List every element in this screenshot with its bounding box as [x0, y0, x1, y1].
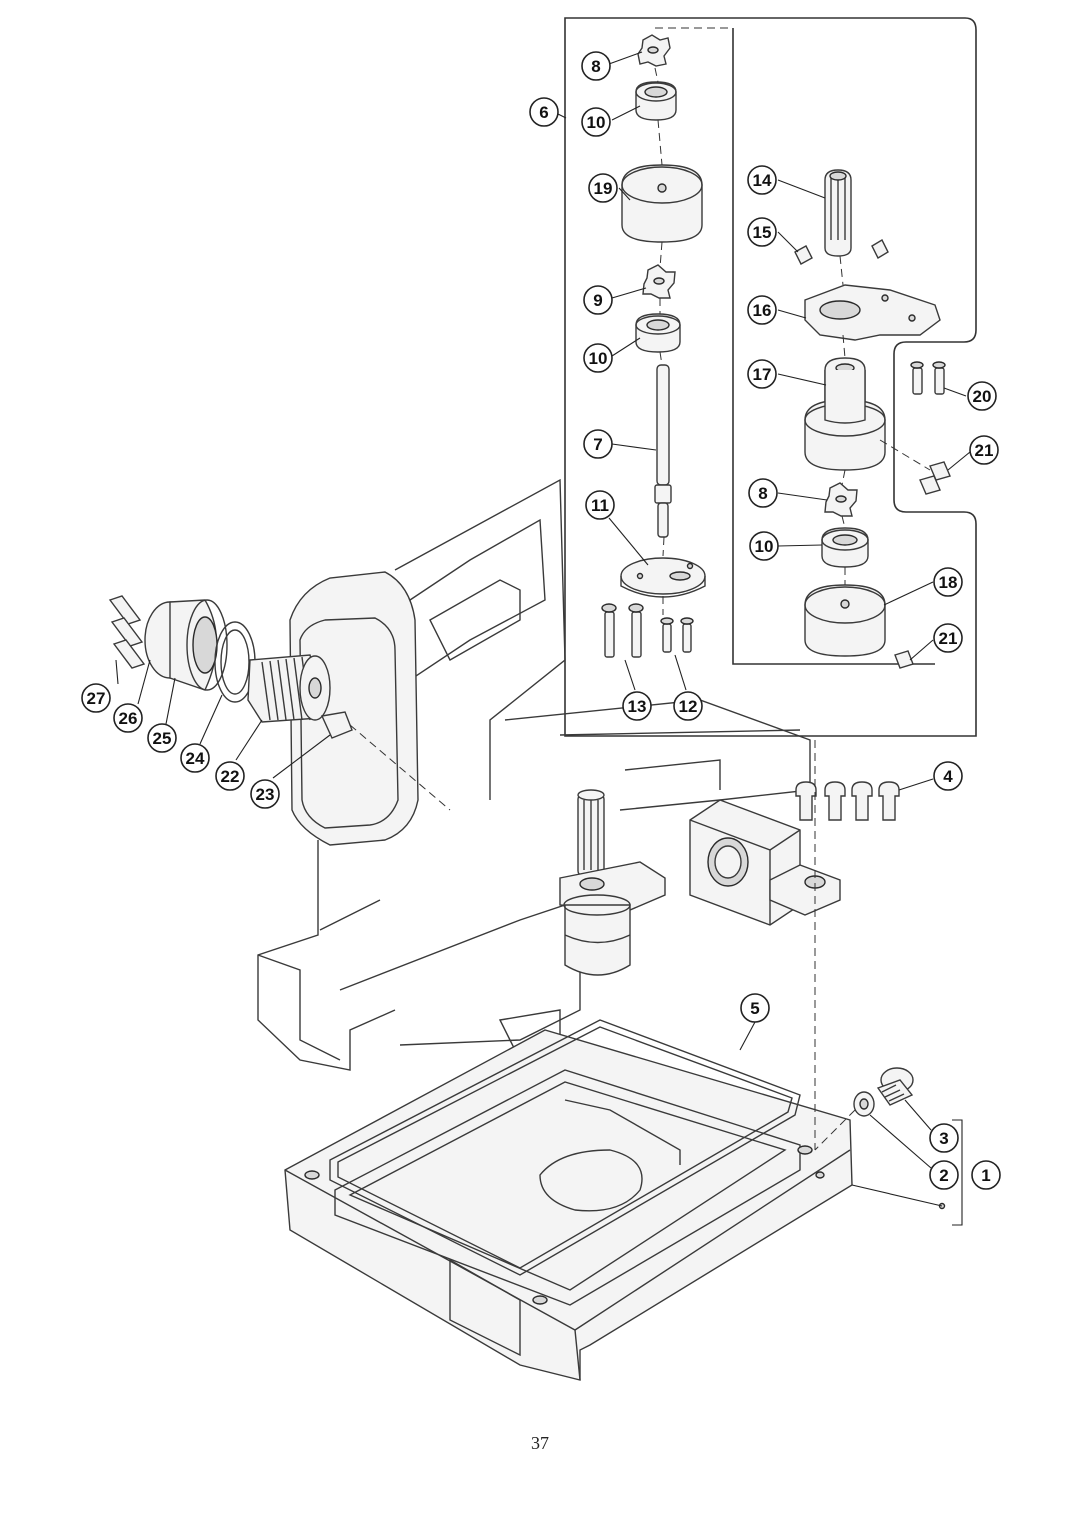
callout-15: 15: [747, 217, 777, 247]
svg-text:5: 5: [750, 999, 759, 1018]
svg-text:12: 12: [679, 697, 698, 716]
callout-13: 13: [622, 691, 652, 721]
svg-text:11: 11: [591, 496, 609, 515]
svg-text:6: 6: [539, 103, 548, 122]
svg-text:27: 27: [87, 689, 106, 708]
callout-4: 4: [933, 761, 963, 791]
callout-8: 8: [581, 51, 611, 81]
callout-25: 25: [147, 723, 177, 753]
callout-22: 22: [215, 761, 245, 791]
callout-23: 23: [250, 779, 280, 809]
svg-text:26: 26: [119, 709, 138, 728]
callout-10: 10: [749, 531, 779, 561]
gasket-5: [329, 1019, 801, 1276]
callout-2: 2: [929, 1160, 959, 1190]
callout-3: 3: [929, 1123, 959, 1153]
svg-text:3: 3: [939, 1129, 948, 1148]
callout-21: 21: [933, 623, 963, 653]
svg-text:10: 10: [755, 537, 774, 556]
svg-text:21: 21: [939, 629, 958, 648]
right-pump-column: [794, 169, 951, 669]
svg-text:10: 10: [589, 349, 608, 368]
svg-text:16: 16: [753, 301, 772, 320]
svg-text:9: 9: [593, 291, 602, 310]
screws-13: [601, 603, 644, 658]
callout-9: 9: [583, 285, 613, 315]
svg-text:17: 17: [753, 365, 772, 384]
svg-text:8: 8: [758, 484, 767, 503]
callout-11: 11: [585, 490, 615, 520]
callout-17: 17: [747, 359, 777, 389]
screws-20: [910, 361, 946, 395]
svg-text:4: 4: [943, 767, 953, 786]
callout-19: 19: [588, 173, 618, 203]
callout-20: 20: [967, 381, 997, 411]
svg-text:22: 22: [221, 767, 240, 786]
coupling-block: [689, 799, 841, 926]
svg-text:8: 8: [591, 57, 600, 76]
svg-text:15: 15: [753, 223, 772, 242]
svg-text:1: 1: [981, 1166, 990, 1185]
washer-2: [853, 1091, 875, 1117]
callout-16: 16: [747, 295, 777, 325]
oil-pan-base: [284, 1029, 946, 1381]
svg-text:2: 2: [939, 1166, 948, 1185]
screws-27: [108, 595, 146, 669]
callout-24: 24: [180, 743, 210, 773]
svg-text:18: 18: [939, 573, 958, 592]
svg-text:7: 7: [593, 435, 602, 454]
machine-body: [257, 478, 811, 1071]
callout-10: 10: [583, 343, 613, 373]
left-pump-column: [601, 34, 706, 658]
callout-26: 26: [113, 703, 143, 733]
svg-text:24: 24: [186, 749, 205, 768]
callout-8: 8: [748, 478, 778, 508]
callout-1: 1: [971, 1160, 1001, 1190]
assembled-pump: [559, 789, 666, 976]
svg-text:14: 14: [753, 171, 772, 190]
svg-text:21: 21: [975, 441, 994, 460]
svg-text:25: 25: [153, 729, 172, 748]
callout-10: 10: [581, 107, 611, 137]
svg-text:23: 23: [256, 785, 275, 804]
screws-4: [795, 781, 900, 821]
callout-27: 27: [81, 683, 111, 713]
leader-lines: [115, 51, 971, 1169]
svg-text:19: 19: [594, 179, 613, 198]
callout-1-bracket: [952, 1119, 963, 1226]
callout-18: 18: [933, 567, 963, 597]
side-shaft-assembly: [108, 595, 451, 811]
svg-text:20: 20: [973, 387, 992, 406]
callout-12: 12: [673, 691, 703, 721]
callout-14: 14: [747, 165, 777, 195]
screws-12: [660, 617, 694, 653]
callout-6: 6: [529, 97, 559, 127]
drain-plug-3: [876, 1067, 914, 1106]
svg-text:10: 10: [587, 113, 606, 132]
callout-5: 5: [740, 993, 770, 1023]
subassembly-right-inner-frame: [732, 28, 935, 665]
callout-7: 7: [583, 429, 613, 459]
svg-text:13: 13: [628, 697, 647, 716]
callout-21: 21: [969, 435, 999, 465]
subassembly-6-frame: [564, 17, 977, 737]
page-number: 37: [531, 1433, 549, 1453]
callouts: 8 6 10 19 14 15 9 16 10 17 20 7 21 8 11 …: [81, 51, 1001, 1190]
